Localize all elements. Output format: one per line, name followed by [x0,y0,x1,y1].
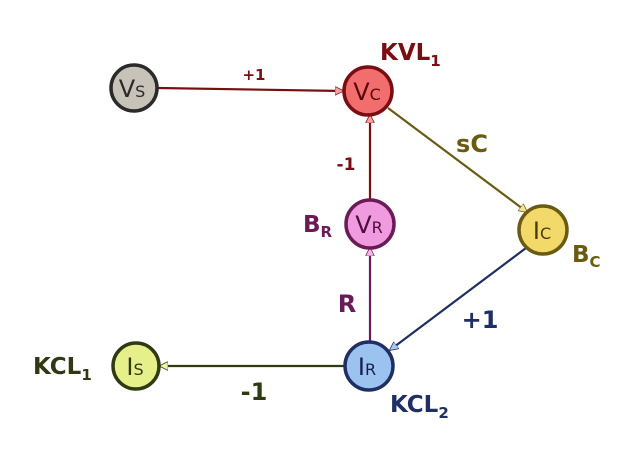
svg-text:IS: IS [126,353,143,381]
edge-vs-vc [157,88,343,91]
svg-text:VS: VS [119,75,146,103]
svg-text:IR: IR [358,353,376,381]
node-is: IS [111,341,161,391]
edge-vc-ic [387,107,527,212]
label-kcl2: KCL2 [390,392,449,422]
svg-text:IC: IC [533,217,551,245]
edge-label-ir-is: -1 [241,378,268,406]
label-br: BR [303,212,333,241]
node-ic: IC [517,204,569,256]
edge-label-vs-vc: +1 [242,66,265,84]
node-vr: VR [344,198,396,250]
node-vc: VC [342,65,394,117]
edge-ic-ir [390,247,527,350]
edge-label-vr-vc: -1 [337,155,356,175]
svg-text:VC: VC [353,78,381,106]
label-kvl1: KVL1 [380,40,441,70]
node-vs: VS [109,63,159,113]
edge-label-vc-ic: sC [456,130,488,158]
svg-text:VR: VR [355,211,383,239]
label-kcl1: KCL1 [33,354,92,384]
label-bc: BC [572,242,601,271]
edge-label-ic-ir: +1 [462,306,499,334]
node-ir: IR [343,340,395,392]
edge-label-ir-vr: R [338,290,356,318]
